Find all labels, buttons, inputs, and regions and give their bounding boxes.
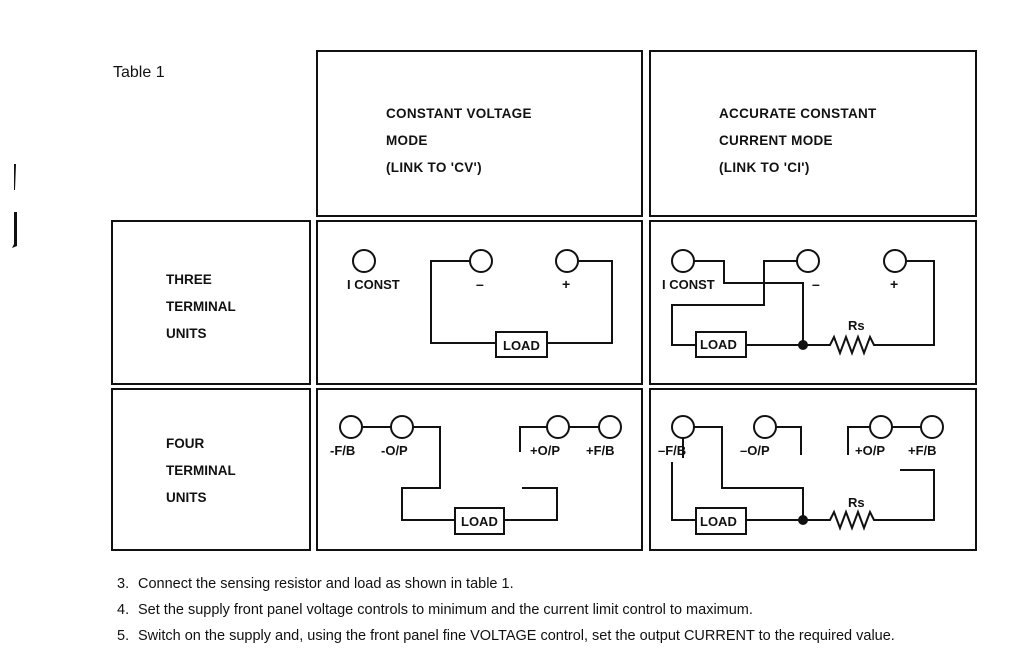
label-plus: + [562,276,570,292]
cell-three-ci [649,220,977,385]
label-minus: – [812,276,820,292]
row-label-four-terminal: FOUR TERMINAL UNITS [111,388,311,551]
terminal-i-const [352,249,376,273]
cell-three-cv [316,220,643,385]
step-text: Set the supply front panel voltage contr… [138,602,753,618]
header-cv-line-2: MODE [386,133,428,148]
terminal-neg-op [753,415,777,439]
step-number: 3. [117,576,130,592]
header-cv-line-1: CONSTANT VOLTAGE [386,106,532,121]
terminal-pos-fb [920,415,944,439]
label-pos-fb: +F/B [908,443,937,458]
label-plus: + [890,276,898,292]
header-cv-line-3: (LINK TO 'CV') [386,160,482,175]
label-load: LOAD [700,337,737,352]
label-i-const: I CONST [347,277,400,292]
cell-four-cv [316,388,643,551]
row-four-line-1: FOUR [166,436,205,451]
step-text: Switch on the supply and, using the fron… [138,628,895,644]
label-i-const: I CONST [662,277,715,292]
label-rs: Rs [848,318,865,333]
instruction-step: 4. Set the supply front panel voltage co… [117,602,997,619]
label-neg-op: -O/P [381,443,408,458]
label-minus: – [476,276,484,292]
label-neg-fb: -F/B [330,443,355,458]
terminal-pos-op [869,415,893,439]
step-number: 5. [117,628,130,644]
terminal-neg-fb [671,415,695,439]
label-load: LOAD [503,338,540,353]
label-neg-op: –O/P [740,443,770,458]
step-number: 4. [117,602,130,618]
row-three-text: THREE TERMINAL UNITS [166,266,236,347]
row-four-line-3: UNITS [166,490,207,505]
instruction-list: 3. Connect the sensing resistor and load… [117,576,997,654]
header-cell-ci: ACCURATE CONSTANT CURRENT MODE (LINK TO … [649,50,977,217]
table-caption: Table 1 [113,64,165,81]
label-load: LOAD [700,514,737,529]
instruction-step: 3. Connect the sensing resistor and load… [117,576,997,593]
step-text: Connect the sensing resistor and load as… [138,576,514,592]
header-cell-cv: CONSTANT VOLTAGE MODE (LINK TO 'CV') [316,50,643,217]
header-ci-text: ACCURATE CONSTANT CURRENT MODE (LINK TO … [719,100,877,181]
row-three-line-2: TERMINAL [166,299,236,314]
load-box [495,331,548,358]
label-rs: Rs [848,495,865,510]
row-label-three-terminal: THREE TERMINAL UNITS [111,220,311,385]
row-four-line-2: TERMINAL [166,463,236,478]
header-ci-line-1: ACCURATE CONSTANT [719,106,877,121]
junction-dot [798,515,808,525]
junction-dot [798,340,808,350]
header-ci-line-2: CURRENT MODE [719,133,833,148]
label-load: LOAD [461,514,498,529]
label-pos-fb: +F/B [586,443,615,458]
label-pos-op: +O/P [530,443,560,458]
instruction-step: 5. Switch on the supply and, using the f… [117,628,997,645]
row-three-line-3: UNITS [166,326,207,341]
header-ci-line-3: (LINK TO 'CI') [719,160,810,175]
margin-marks [12,164,17,248]
cell-four-ci [649,388,977,551]
header-cv-text: CONSTANT VOLTAGE MODE (LINK TO 'CV') [386,100,532,181]
label-neg-fb: –F/B [658,443,686,458]
label-pos-op: +O/P [855,443,885,458]
row-four-text: FOUR TERMINAL UNITS [166,430,236,511]
row-three-line-1: THREE [166,272,212,287]
load-box [454,507,505,535]
